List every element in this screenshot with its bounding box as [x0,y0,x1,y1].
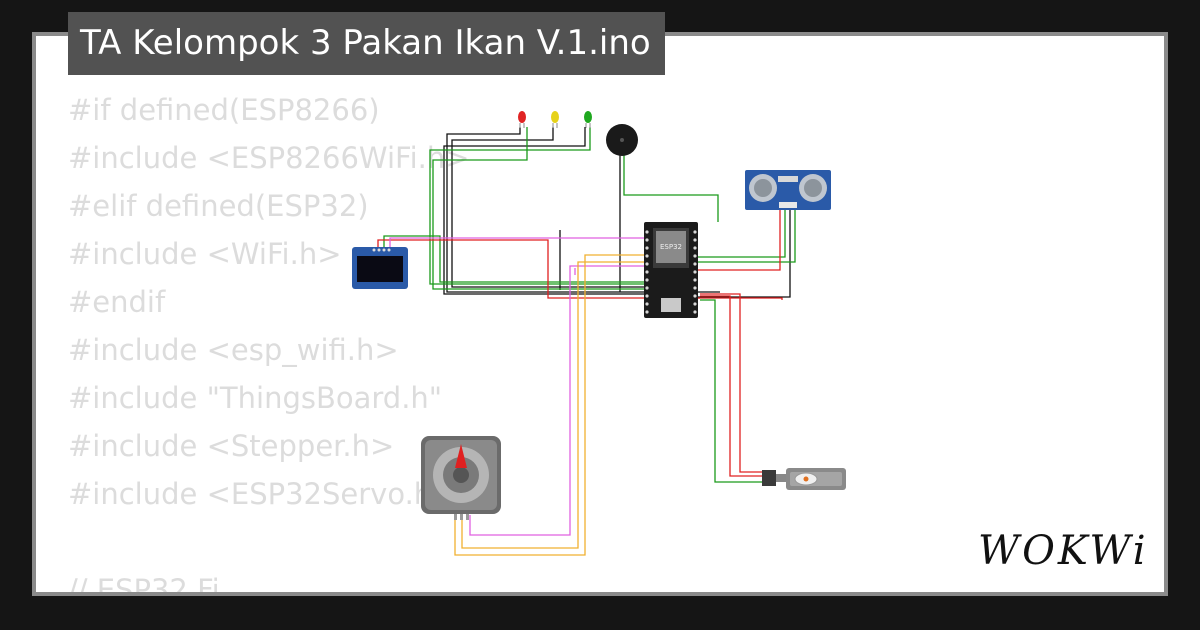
buzzer[interactable] [606,124,638,156]
oled-display[interactable] [352,247,408,289]
code-preview: #if defined(ESP8266) #include <ESP8266Wi… [68,86,470,592]
led-red[interactable] [518,111,526,128]
green-wires [383,127,796,483]
code-line: #include <ESP32Servo.h> [68,477,457,511]
board-label: ESP32 [660,243,682,251]
stepper-pointer [455,444,467,468]
code-line: #include <esp_wifi.h> [68,333,399,367]
page-title: TA Kelompok 3 Pakan Ikan V.1.ino [68,12,665,75]
code-line: // ESP32 Fi [68,573,220,592]
servo-motor[interactable] [762,468,846,490]
code-line: #endif [68,285,166,319]
led-yellow[interactable] [551,111,559,128]
preview-canvas: #if defined(ESP8266) #include <ESP8266Wi… [36,36,1164,592]
red-wires [377,207,783,477]
code-line: #elif defined(ESP32) [68,189,369,223]
stepper-motor[interactable] [421,436,501,520]
code-line: #include <Stepper.h> [68,429,395,463]
code-line: #include "ThingsBoard.h" [68,381,443,415]
led-green[interactable] [584,111,592,128]
esp32-board[interactable]: ESP32 [644,222,698,318]
code-line: #include <ESP8266WiFi.h> [68,141,470,175]
code-line: #include <WiFi.h> [68,237,342,271]
orange-wires [454,254,645,556]
wokwi-logo: WOKWi [978,528,1149,574]
ultrasonic-sensor[interactable] [745,170,831,210]
code-line: #if defined(ESP8266) [68,93,380,127]
